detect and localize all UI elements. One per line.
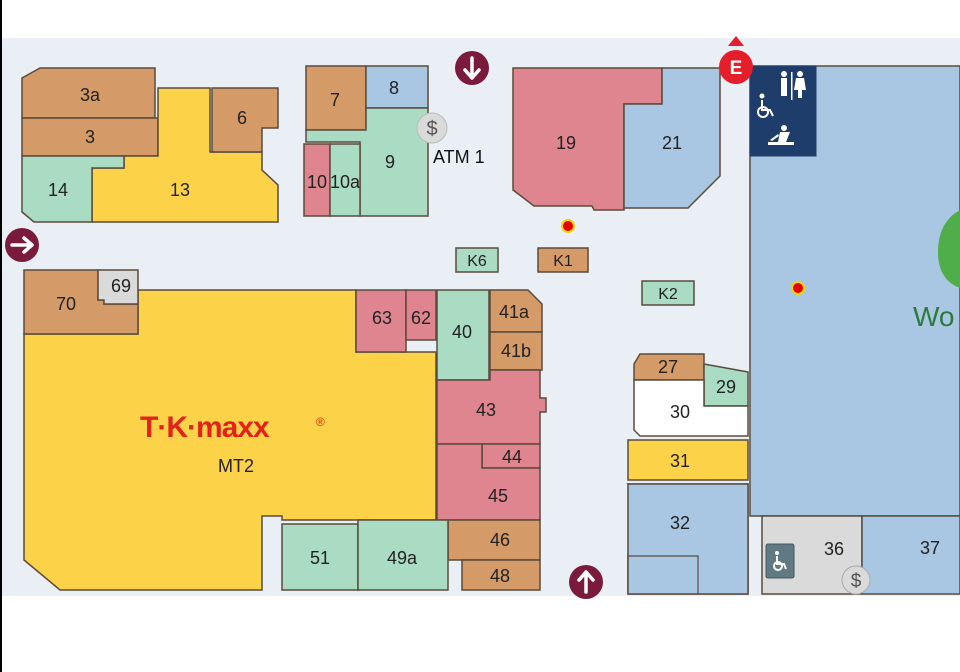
unit-44-label: 44 xyxy=(502,447,522,467)
unit-3a-label: 3a xyxy=(80,85,101,105)
unit-63[interactable]: 63 xyxy=(355,289,407,353)
unit-41b[interactable]: 41b xyxy=(489,331,543,371)
unit-29-label: 29 xyxy=(716,377,736,397)
unit-62[interactable]: 62 xyxy=(405,289,437,341)
unit-48[interactable]: 48 xyxy=(461,559,541,591)
atm-marker[interactable]: $ ATM 1 xyxy=(416,112,485,167)
unit-3a[interactable]: 3a xyxy=(21,67,156,119)
unit-32[interactable]: 32 xyxy=(626,483,749,595)
unit-49a-label: 49a xyxy=(387,548,418,568)
unit-45-label: 45 xyxy=(488,486,508,506)
unit-41a[interactable]: 41a xyxy=(489,289,543,333)
unit-29[interactable]: 29 xyxy=(703,363,749,407)
kiosk-k6[interactable]: K6 xyxy=(455,247,499,273)
unit-44[interactable]: 44 xyxy=(481,443,541,469)
tkmaxx-trademark: ® xyxy=(316,415,325,429)
unit-8-label: 8 xyxy=(389,78,399,98)
unit-10-label: 10 xyxy=(307,172,327,192)
atm-marker-2[interactable]: $ xyxy=(841,565,871,595)
unit-62-label: 62 xyxy=(411,308,431,328)
unit-63-label: 63 xyxy=(372,308,392,328)
arrow-right-icon[interactable] xyxy=(5,228,39,262)
unit-21-label: 21 xyxy=(662,133,682,153)
unit-43-label: 43 xyxy=(476,400,496,420)
accessible-toilet xyxy=(765,543,795,579)
unit-32-label: 32 xyxy=(670,513,690,533)
unit-10[interactable]: 10 xyxy=(303,143,331,217)
unit-7[interactable]: 7 xyxy=(305,65,367,131)
atm-label: ATM 1 xyxy=(433,147,485,167)
unit-3-label: 3 xyxy=(85,127,95,147)
unit-69-label: 69 xyxy=(111,276,131,296)
unit-14[interactable]: 14 xyxy=(21,155,125,223)
unit-41b-label: 41b xyxy=(501,341,531,361)
unit-14-label: 14 xyxy=(48,180,68,200)
unit-40-label: 40 xyxy=(452,322,472,342)
toilets-icon xyxy=(781,71,806,100)
location-dot[interactable] xyxy=(791,281,805,295)
unit-19-label: 19 xyxy=(556,133,576,153)
kiosk-k1-label: K1 xyxy=(553,253,573,270)
kiosk-k6-label: K6 xyxy=(467,253,487,270)
kiosk-k1[interactable]: K1 xyxy=(537,247,589,273)
svg-text:$: $ xyxy=(851,571,862,592)
exit-marker[interactable]: E xyxy=(719,36,753,84)
unit-7-label: 7 xyxy=(330,90,340,110)
unit-49a[interactable]: 49a xyxy=(357,519,449,591)
unit-51-label: 51 xyxy=(310,548,330,568)
amenities-block xyxy=(749,65,817,157)
unit-9-label: 9 xyxy=(385,152,395,172)
unit-27-label: 27 xyxy=(658,357,678,377)
tkmaxx-logo: T·K·maxx xyxy=(140,411,270,444)
unit-3[interactable]: 3 xyxy=(21,117,159,157)
unit-41a-label: 41a xyxy=(499,302,530,322)
unit-31-label: 31 xyxy=(670,451,690,471)
wheelchair-icon xyxy=(773,551,787,571)
unit-43[interactable]: 43 xyxy=(436,369,547,445)
unit-27[interactable]: 27 xyxy=(633,353,705,381)
unit-30[interactable]: 30 xyxy=(633,379,749,437)
unit-30-label: 30 xyxy=(670,402,690,422)
unit-69[interactable]: 69 xyxy=(97,269,139,305)
unit-10a-label: 10a xyxy=(330,172,361,192)
baby-change-icon xyxy=(768,125,794,145)
unit-46-label: 46 xyxy=(490,530,510,550)
unit-36-label: 36 xyxy=(824,539,844,559)
unit-9[interactable]: 9 xyxy=(305,107,429,217)
kiosk-k2[interactable]: K2 xyxy=(641,280,695,306)
unit-48-label: 48 xyxy=(490,566,510,586)
unit-6-label: 6 xyxy=(237,108,247,128)
dollar-icon xyxy=(841,565,871,595)
woolworths-logo-icon xyxy=(938,210,960,288)
svg-text:$: $ xyxy=(426,118,437,140)
unit-10a[interactable]: 10a xyxy=(329,143,361,217)
unit-70-label: 70 xyxy=(56,294,76,314)
exit-label: E xyxy=(730,58,743,79)
wheelchair-icon xyxy=(757,93,774,118)
unit-40[interactable]: 40 xyxy=(436,289,490,381)
unit-37-label: 37 xyxy=(920,538,940,558)
location-dot[interactable] xyxy=(561,219,575,233)
unit-46[interactable]: 46 xyxy=(447,519,541,561)
kiosk-k2-label: K2 xyxy=(658,286,678,303)
exit-icon xyxy=(719,50,753,84)
unit-31[interactable]: 31 xyxy=(627,439,749,481)
left-border xyxy=(0,0,2,672)
unit-51[interactable]: 51 xyxy=(281,523,359,591)
unit-37[interactable]: 37 xyxy=(861,515,960,595)
arrow-down-icon[interactable] xyxy=(455,51,489,85)
unit-6[interactable]: 6 xyxy=(211,87,279,153)
unit-tkmaxx[interactable]: T·K·maxx ® MT2 xyxy=(23,289,437,591)
woolworths-name: Wo xyxy=(913,301,955,332)
dollar-icon xyxy=(416,112,448,144)
tkmaxx-unit-label: MT2 xyxy=(218,456,254,476)
unit-8[interactable]: 8 xyxy=(365,65,429,109)
arrow-up-icon[interactable] xyxy=(569,565,603,599)
unit-21[interactable]: 21 xyxy=(623,67,721,209)
unit-13-label: 13 xyxy=(170,180,190,200)
